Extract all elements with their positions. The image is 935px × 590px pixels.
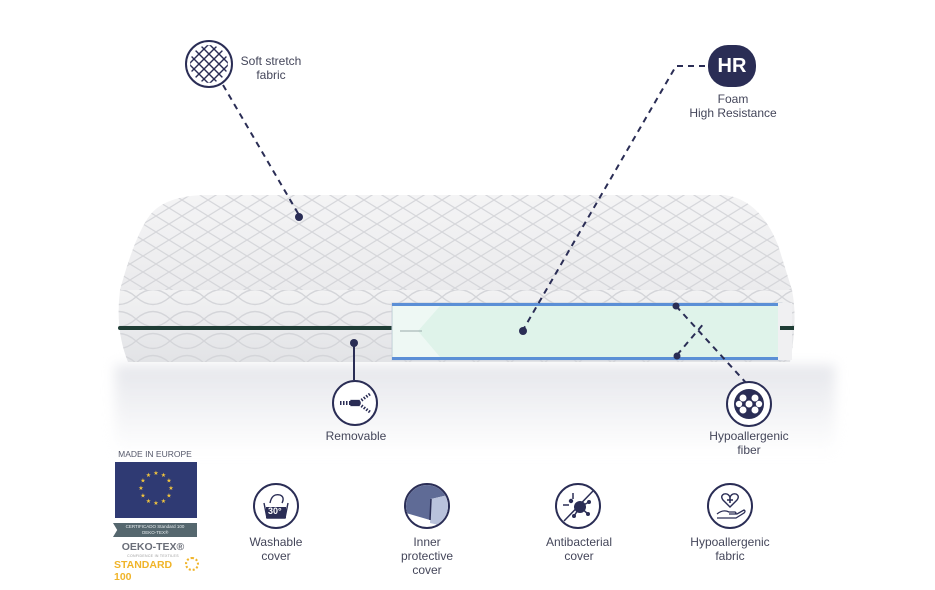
zipper-icon <box>332 380 378 426</box>
hypoallergenic-fiber-label: Hypoallergenic fiber <box>709 429 789 457</box>
antibacterial-icon <box>555 483 601 529</box>
hr-badge-icon: HR <box>708 45 756 87</box>
svg-text:★: ★ <box>153 470 158 477</box>
inner-protective-cover-label: Inner protective cover <box>400 535 454 577</box>
certificate-ribbon: CERTIFICADO Standard 100 OEKO-TEX® <box>113 523 197 537</box>
svg-text:★: ★ <box>161 498 166 505</box>
fabric-weave-icon <box>185 40 233 88</box>
hypoallergenic-hand-icon <box>707 483 753 529</box>
oeko-tex-tagline: CONFIDENCE IN TEXTILES <box>127 554 179 558</box>
eu-flag-icon: ★★★★ ★★★★ ★★★★ <box>115 462 197 518</box>
oeko-sun-icon <box>185 557 199 571</box>
svg-text:★: ★ <box>153 500 158 507</box>
svg-text:★: ★ <box>138 485 143 492</box>
svg-text:★: ★ <box>161 472 166 479</box>
protective-cover-icon <box>404 483 450 529</box>
wash-temp-text: 30° <box>268 506 282 516</box>
hr-foam-label: Foam High Resistance <box>689 92 777 120</box>
washable-cover-label: Washable cover <box>249 535 303 563</box>
oeko-tex-standard: STANDARD 100 <box>114 559 173 583</box>
wash-30-icon: 30° <box>253 483 299 529</box>
oeko-tex-brand: OEKO-TEX® <box>121 541 185 553</box>
fiber-icon <box>726 381 772 427</box>
floor-shadow <box>115 365 835 455</box>
svg-text:★: ★ <box>166 478 171 485</box>
svg-text:★: ★ <box>146 498 151 505</box>
svg-text:★: ★ <box>166 493 171 500</box>
svg-text:★: ★ <box>168 485 173 492</box>
hr-badge-text: HR <box>717 54 747 77</box>
made-in-europe-label: MADE IN EUROPE <box>118 449 192 459</box>
svg-text:★: ★ <box>146 472 151 479</box>
removable-label: Removable <box>325 429 387 443</box>
svg-text:★: ★ <box>140 493 145 500</box>
hypoallergenic-fabric-label: Hypoallergenic fabric <box>690 535 770 563</box>
antibacterial-cover-label: Antibacterial cover <box>545 535 613 563</box>
soft-stretch-fabric-label: Soft stretch fabric <box>240 54 302 82</box>
svg-text:★: ★ <box>140 478 145 485</box>
